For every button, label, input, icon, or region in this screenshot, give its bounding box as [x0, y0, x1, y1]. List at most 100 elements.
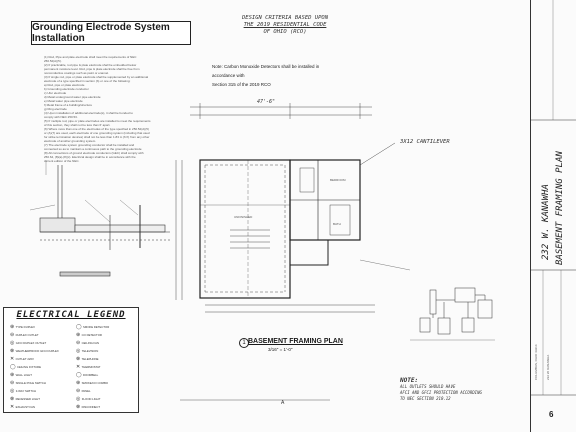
legend-item-label: CEILING FAN	[81, 341, 100, 345]
legend-item-label: CEILING FIXTURE	[17, 365, 41, 369]
legend-item: ⊕ TYPE DUPLEX	[10, 324, 35, 330]
legend-symbol-icon: ⊖	[10, 332, 16, 338]
legend-symbol-icon: ✕	[10, 404, 16, 410]
legend-item: ◎ 3-WAY SWITCH	[10, 388, 36, 394]
legend-item-label: TELEPHONE	[81, 357, 99, 361]
code-criteria-note: DESIGN CRITERIA BASED UPON THE 2019 RESI…	[230, 15, 340, 36]
co-note-line-2: Section 315 of the 2019 RCO	[212, 82, 271, 87]
grounding-title: Grounding Electrode System Installation	[31, 21, 191, 45]
legend-item: ⊖ SINGLE POLE SWITCH	[10, 380, 46, 386]
legend-item-label: WEATHERPROOF GFCI DUPLEX	[15, 349, 59, 353]
grounding-note-line: or (A)(7) are used, each electrode of on…	[44, 131, 150, 135]
legend-symbol-icon: ⊖	[76, 340, 82, 346]
legend-item-label: OUTLET 220V	[15, 357, 34, 361]
legend-symbol-icon: ⊕	[76, 332, 82, 338]
legend-symbol-icon: ◎	[10, 388, 16, 394]
legend-item-label: DISCONNECT	[81, 405, 101, 409]
legend-item: ⊗ TELEPHONE	[76, 356, 99, 362]
afci-note-line: AFCI AND GFCI PROTECTION ACCORDING	[400, 390, 482, 395]
grounding-note-line: comply with NEC 250.53.	[44, 115, 78, 119]
code-criteria-line: OF OHIO (RCO)	[263, 29, 307, 35]
legend-item: ✕ OUTLET 220V	[10, 356, 34, 362]
grounding-note-line: 250.52(A)(5).	[44, 59, 62, 63]
grounding-note-line: 250.64, (8)(a)-(8)(c). Electrical design…	[44, 155, 136, 159]
grounding-note-line: f) Metal frame of a building/structure	[44, 103, 93, 107]
legend-item: ⊗ DISCONNECT	[76, 404, 100, 410]
legend-item: ⊖ CEILING FAN	[76, 340, 99, 346]
title-block-frame	[531, 0, 576, 396]
grounding-note-line: g) Ring electrode	[44, 107, 67, 111]
grounding-note-line: electrode of a type specified in section…	[44, 79, 131, 83]
grounding-note-line: e) Metal water pipe electrode	[44, 99, 83, 103]
afci-note-line: TO NEC SECTION 210.12	[400, 396, 451, 401]
co-note-line-1: Note: Carbon Monoxide Detectors shall be…	[212, 64, 320, 78]
afci-note-line: ALL OUTLETS SHOULD HAVE	[400, 384, 456, 389]
legend-symbol-icon: ◎	[76, 396, 82, 402]
legend-item-label: TELEVISION	[81, 349, 99, 353]
legend-item-label: DUPLEX OUTLET	[15, 333, 39, 337]
legend-symbol-icon: ✕	[10, 356, 16, 362]
grounding-note-line: permanent moisture level. Rod, pipe & pl…	[44, 67, 140, 71]
legend-item: ◎ GFCI DUPLEX OUTLET	[10, 340, 46, 346]
bottom-scale-bar: A	[180, 399, 330, 406]
north-marker-label: A	[281, 400, 285, 406]
legend-symbol-icon: ◯	[76, 324, 83, 330]
afci-note: NOTE: ALL OUTLETS SHOULD HAVE AFCI AND G…	[400, 378, 482, 402]
legend-item-label: PANEL	[81, 389, 91, 393]
legend-item: ◎ FLOOD LIGHT	[76, 396, 100, 402]
legend-symbol-icon: ⊖	[76, 388, 82, 394]
title-block: 232 W. KANAWHA BASEMENT FRAMING PLAN COL…	[530, 0, 576, 432]
legend-title: ELECTRICAL LEGEND	[16, 310, 126, 320]
legend-item: ⊖ DUPLEX OUTLET	[10, 332, 39, 338]
title-block-address-2: 232 W. KANAWHA	[546, 354, 550, 380]
cantilever-label: 3X12 CANTILEVER	[400, 139, 450, 145]
grounding-note-line: for strike termination devices) shall no…	[44, 135, 150, 139]
grounding-note-line: (7) The electrode system grounding condu…	[44, 143, 135, 147]
title-block-project: 232 W. KANAWHA	[541, 184, 551, 260]
legend-symbol-icon: ✕	[76, 364, 82, 370]
grounding-note-line: a) Rod, pipe or plate electrode	[44, 83, 85, 87]
plan-title: BASEMENT FRAMING PLAN	[248, 338, 343, 345]
legend-symbol-icon: ⊕	[10, 324, 16, 330]
grounding-note-line: (6) Where more than one of the electrode…	[44, 127, 149, 131]
legend-item: ⊗ WEATHERPROOF GFCI DUPLEX	[10, 348, 59, 354]
legend-symbol-icon: ⊕	[10, 372, 16, 378]
legend-symbol-icon: ◎	[10, 340, 16, 346]
legend-symbol-icon: ⊖	[10, 380, 16, 386]
legend-item: ◯ SMOKE DETECTOR	[76, 324, 109, 330]
bedroom-room-label: BEDROOM	[330, 178, 346, 182]
legend-item: ◎ TELEVISION	[76, 348, 98, 354]
grounding-notes: (1) Rod, Pipe and plate electrode shall …	[44, 55, 170, 163]
legend-item: ◯ DOORBELL	[76, 372, 98, 378]
legend-symbol-icon: ◎	[76, 348, 82, 354]
grounding-note-line: electrode of another grounding system.	[44, 139, 97, 143]
legend-item: ⊖ PANEL	[76, 388, 91, 394]
afci-note-title: NOTE:	[400, 377, 419, 384]
bath-room-label: BATH	[333, 222, 341, 226]
legend-item-label: CO DETECTOR	[81, 333, 102, 337]
grounding-note-line: (4) Upon installation of additional elec…	[44, 111, 133, 115]
legend-item: ⊕ CO DETECTOR	[76, 332, 102, 338]
electrical-legend: ELECTRICAL LEGEND ⊕ TYPE DUPLEX ⊖ DUPLEX …	[3, 307, 139, 413]
legend-item-label: 3-WAY SWITCH	[15, 389, 37, 393]
grounding-note-line: (5) If multiple rod, pipe or plate elect…	[44, 119, 151, 123]
legend-item-label: GFCI DUPLEX OUTLET	[15, 341, 47, 345]
legend-item: ✕ EXHAUST FAN	[10, 404, 35, 410]
legend-item-label: TYPE DUPLEX	[15, 325, 35, 329]
co-detector-note: Note: Carbon Monoxide Detectors shall be…	[212, 62, 342, 89]
legend-item-label: DOORBELL	[83, 373, 99, 377]
legend-symbol-icon: ⊗	[10, 348, 16, 354]
legend-symbol-icon: ⊗	[76, 404, 82, 410]
legend-symbol-icon: ◯	[10, 364, 17, 370]
legend-symbol-icon: ◯	[76, 372, 83, 378]
legend-symbol-icon: ⊕	[76, 380, 82, 386]
legend-item: ◯ CEILING FIXTURE	[10, 364, 41, 370]
basement-plan-outline	[175, 103, 411, 313]
legend-item-label: SINGLE POLE SWITCH	[15, 381, 46, 385]
grounding-note-line: connected so as to maintain a continuous…	[44, 147, 142, 151]
legend-item: ⊗ RECESSED LIGHT	[10, 396, 40, 402]
grounding-note-line: (1) Rod, Pipe and plate electrode shall …	[44, 55, 137, 59]
legend-symbol-icon: ⊗	[10, 396, 16, 402]
grounding-note-line: d) Metal underground water pipe electrod…	[44, 95, 101, 99]
